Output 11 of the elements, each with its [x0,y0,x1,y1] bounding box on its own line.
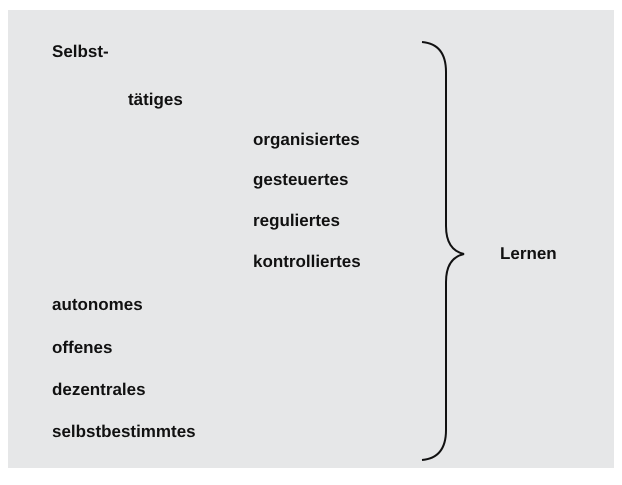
word-label: dezentrales [52,380,146,400]
word-label: offenes [52,338,112,358]
word-label: Lernen [500,244,557,264]
word-label: reguliertes [253,211,340,231]
word-label: organisiertes [253,130,360,150]
word-label: Selbst- [52,42,109,62]
word-label: autonomes [52,295,143,315]
word-label: kontrolliertes [253,252,361,272]
word-label: tätiges [128,90,183,110]
word-label: selbstbestimmtes [52,422,196,442]
word-label: gesteuertes [253,170,348,190]
